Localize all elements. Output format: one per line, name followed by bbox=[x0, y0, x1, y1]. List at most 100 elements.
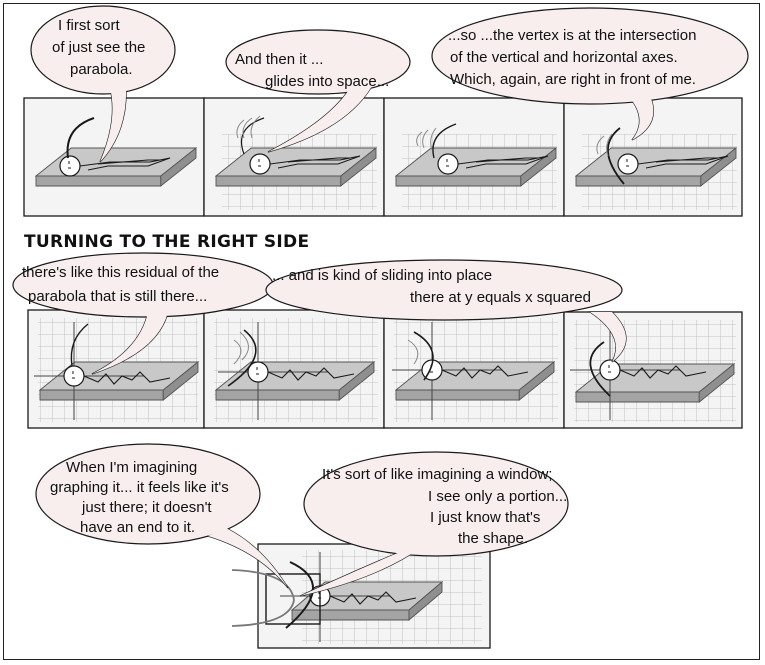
bubble-body bbox=[35, 443, 261, 545]
person-body bbox=[269, 155, 361, 169]
comic-panel bbox=[383, 97, 565, 217]
bubble-body bbox=[225, 29, 411, 95]
speech-line: just there; it doesn't bbox=[82, 499, 212, 516]
comic-panel bbox=[203, 309, 385, 429]
speech-line: Which, again, are right in front of me. bbox=[450, 71, 696, 88]
desk-board-side bbox=[518, 361, 555, 401]
motion-lines bbox=[596, 135, 605, 155]
desk-board-front bbox=[575, 175, 702, 187]
person-head bbox=[249, 153, 271, 175]
person-body bbox=[441, 365, 529, 379]
speech-bubble bbox=[225, 29, 411, 153]
speech-line: It's sort of like imagining a window; bbox=[322, 466, 553, 483]
comic-panel bbox=[563, 97, 743, 217]
person-face bbox=[256, 367, 259, 375]
bubble-body bbox=[431, 7, 749, 105]
bubble-tail-fill bbox=[100, 86, 127, 162]
speech-line: ...so ...the vertex is at the intersecti… bbox=[448, 27, 697, 44]
speech-line: And then it ... bbox=[235, 51, 324, 68]
speech-line: ... and is kind of sliding into place bbox=[272, 267, 493, 284]
speech-bubble bbox=[299, 451, 569, 597]
bubble-body bbox=[30, 5, 176, 95]
speech-line: have an end to it. bbox=[80, 519, 196, 536]
person-face bbox=[608, 365, 611, 373]
person-face bbox=[72, 371, 75, 379]
desk-board-front bbox=[291, 609, 410, 621]
window-overlay bbox=[231, 569, 321, 627]
speech-line: of the vertical and horizontal axes. bbox=[450, 49, 678, 66]
speech-line: glides into space... bbox=[265, 73, 390, 90]
speech-line: the shape. bbox=[458, 530, 529, 547]
desk-board-front bbox=[35, 175, 162, 187]
bubble-tail-fill bbox=[590, 312, 626, 362]
person-head bbox=[59, 155, 81, 177]
person-body bbox=[457, 155, 549, 169]
comic-panel bbox=[203, 97, 385, 217]
page-border bbox=[3, 3, 760, 660]
bubble-tail-fill bbox=[630, 96, 654, 140]
comic-panel bbox=[563, 311, 743, 429]
person-head bbox=[599, 359, 621, 381]
motion-lines bbox=[606, 133, 613, 157]
speech-line: there's like this residual of the bbox=[22, 264, 220, 281]
desk-board-front bbox=[39, 389, 164, 401]
motion-lines bbox=[239, 331, 249, 361]
desk-board-front bbox=[215, 175, 342, 187]
parabola-extension bbox=[231, 599, 295, 627]
parabola-curve bbox=[66, 117, 95, 159]
motion-lines bbox=[422, 129, 429, 149]
bubble-tail-fill bbox=[300, 548, 420, 596]
speech-line: I see only a portion... bbox=[428, 488, 568, 505]
person-face bbox=[68, 161, 71, 169]
parabola-curve bbox=[432, 123, 457, 159]
comic-panel bbox=[383, 309, 565, 429]
bubble-tail-fill bbox=[268, 86, 372, 152]
desk-board-front bbox=[215, 389, 340, 401]
speech-line: there at y equals x squared bbox=[410, 289, 591, 306]
person-face bbox=[258, 159, 261, 167]
speech-line: When I'm imagining bbox=[66, 459, 198, 476]
section-title: TURNING TO THE RIGHT SIDE bbox=[24, 232, 310, 252]
person-face bbox=[446, 159, 449, 167]
speech-line: I first sort bbox=[58, 17, 120, 34]
desk-board-front bbox=[575, 391, 700, 403]
person-body bbox=[83, 371, 171, 385]
person-head bbox=[63, 365, 85, 387]
speech-bubble bbox=[30, 5, 176, 163]
desk-board-side bbox=[160, 147, 197, 187]
desk-board-side bbox=[340, 147, 377, 187]
comic-panel bbox=[257, 543, 491, 649]
motion-lines bbox=[416, 131, 423, 147]
parabola-extension bbox=[231, 569, 295, 601]
speech-line: parabola. bbox=[70, 61, 133, 78]
parabola-curve bbox=[589, 341, 611, 397]
speech-line: graphing it... it feels like it's bbox=[50, 479, 229, 496]
person-body bbox=[619, 365, 707, 379]
parabola-curve bbox=[413, 331, 434, 381]
parabola-curve bbox=[70, 323, 89, 367]
parabola-curve bbox=[240, 117, 265, 155]
view-window bbox=[265, 573, 321, 625]
desk-board-side bbox=[408, 581, 443, 621]
speech-line: of just see the bbox=[52, 39, 146, 56]
speech-bubble bbox=[12, 252, 274, 375]
bubble-body bbox=[265, 259, 623, 321]
parabola-curve bbox=[227, 329, 257, 387]
person-face bbox=[626, 159, 629, 167]
bubble-body bbox=[303, 451, 569, 557]
desk-board-side bbox=[338, 361, 375, 401]
motion-lines bbox=[250, 115, 261, 139]
bubble-tail-fill bbox=[208, 528, 288, 588]
motion-lines bbox=[236, 119, 245, 139]
desk-board-front bbox=[395, 175, 522, 187]
motion-lines bbox=[233, 339, 242, 365]
comic-panel bbox=[27, 309, 205, 429]
motion-lines bbox=[242, 117, 253, 139]
desk-board-side bbox=[162, 361, 199, 401]
person-head bbox=[437, 153, 459, 175]
speech-bubble bbox=[265, 259, 627, 363]
motion-lines bbox=[407, 339, 419, 365]
speech-bubble bbox=[35, 443, 289, 589]
